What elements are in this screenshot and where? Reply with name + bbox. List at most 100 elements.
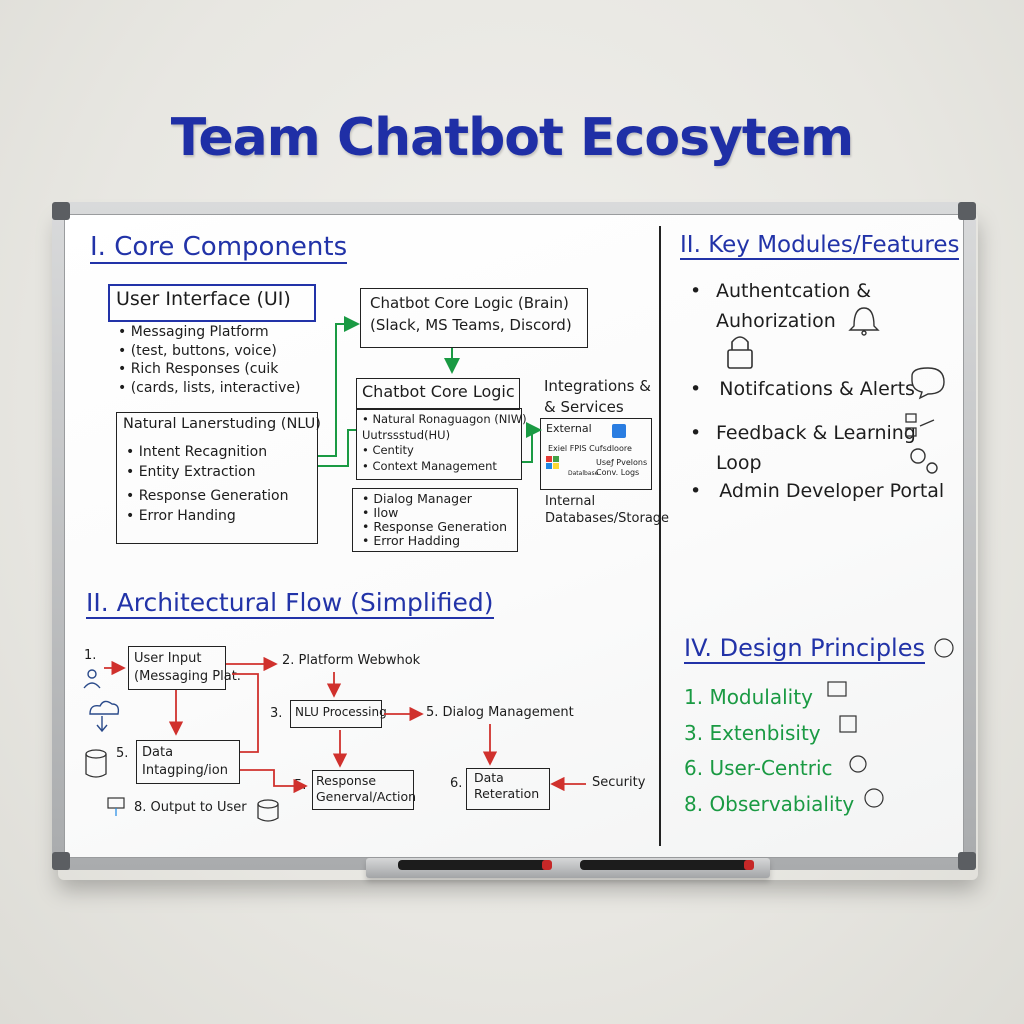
dialog-item: • Dialog Manager (362, 491, 472, 506)
step6-box (466, 768, 550, 810)
black-marker[interactable] (580, 860, 754, 870)
gears-icon (910, 448, 938, 474)
database-icon (85, 749, 107, 778)
principle-item: 6. User-Centric (684, 756, 833, 780)
module-line: Feedback & Learning (716, 422, 916, 444)
step6-line: Reteration (474, 786, 540, 801)
step3-label: NLU Processing (295, 705, 387, 719)
core-logic-item: • Natural Ronaguagon (NIW) (362, 412, 527, 426)
step1-line: (Messaging Plat. (134, 669, 241, 684)
step1-text: User Input (Messaging Plat. (134, 650, 241, 686)
user-icon (83, 669, 101, 689)
dialog-items: • Dialog Manager • Ilow • Response Gener… (362, 492, 507, 548)
arrow-loop (232, 673, 259, 753)
bullet: • (690, 480, 702, 502)
ui-items: • Messaging Platform • (test, buttons, v… (118, 323, 300, 397)
step1-number: 1. (84, 648, 97, 663)
cloud-service-icon (612, 424, 626, 438)
core-connectors (318, 316, 542, 467)
nlu-item: • Entity Extraction (126, 464, 256, 480)
step5-data-line: Data (142, 745, 174, 760)
extensibility-icon (839, 715, 857, 733)
wall-title: Team Chatbot Ecosytem (170, 108, 854, 168)
core-logic-item: Uutrssstud(HU) (362, 427, 451, 442)
principles-heading-icon (934, 638, 954, 658)
connector-nlu-to-brain (318, 316, 360, 457)
step5-resp-box (312, 770, 414, 810)
frame-corner (958, 202, 976, 220)
integrations-line: Integrations & (544, 377, 651, 395)
cloud-icon (89, 700, 120, 733)
dialog-item: • Response Generation (362, 519, 508, 534)
user-centric-icon (849, 755, 867, 773)
brain-box-line: Chatbot Core Logic (Brain) (370, 294, 569, 312)
ui-item: • Rich Responses (cuik (118, 361, 279, 377)
module-item-feedback: • Feedback & Learning Loop (690, 418, 916, 478)
nlu-item: • Intent Recagnition (126, 444, 268, 460)
connector-nlu-to-core (318, 429, 356, 467)
ui-item: • Messaging Platform (118, 324, 269, 340)
integrations-line: Conv. Logs (596, 468, 640, 477)
modules-icon (827, 681, 847, 697)
internal-storage: Internal Databases/Storage (545, 493, 669, 527)
core-logic-items: • Natural Ronaguagon (NIW) Uutrssstud(HU… (362, 412, 527, 474)
nlu-box-title: Natural Lanerstuding (NLU) (123, 416, 321, 432)
dialog-box (352, 488, 518, 552)
black-marker[interactable] (398, 860, 552, 870)
step8-label: 8. Output to User (134, 800, 247, 815)
arrow-data-to-resp (240, 769, 308, 794)
frame-corner (52, 852, 70, 870)
core-logic-item: • Context Management (362, 458, 497, 473)
nlu-item: • Response Generation (126, 488, 289, 504)
module-item-auth: • Authentcation & Auhorization (690, 276, 871, 336)
nlu-items-a: • Intent Recagnition • Entity Extraction (126, 442, 267, 482)
principles-heading: IV. Design Principles (684, 634, 925, 664)
core-components-heading: I. Core Components (90, 232, 348, 264)
integrations-title: Integrations & & Services (544, 376, 651, 418)
connector-core-to-integrations (522, 422, 542, 463)
flow-heading: II. Architectural Flow (Simplified) (86, 588, 494, 619)
nlu-box (116, 412, 318, 544)
module-line: Loop (716, 452, 762, 474)
integrations-logs: Useƒ Pvelons Conv. Logs (596, 458, 647, 478)
step5-resp-line: Generval/Action (316, 789, 417, 804)
brain-box (360, 288, 588, 348)
lock-icon (727, 336, 753, 369)
core-logic-item: • Centity (362, 443, 414, 457)
flow-arrows (104, 656, 586, 794)
modules-heading: II. Key Modules/Features (680, 232, 960, 260)
feedback-icon (905, 413, 935, 437)
step6-line: Data (474, 770, 504, 785)
column-divider (659, 226, 661, 846)
nlu-item: • Error Handing (126, 508, 236, 524)
frame-corner (958, 852, 976, 870)
ui-item: • (test, buttons, voice) (118, 342, 277, 359)
brain-box-line: (Slack, MS Teams, Discord) (370, 316, 572, 334)
integrations-external: External (546, 422, 592, 435)
principle-icons (827, 638, 954, 808)
step2-label: 2. Platform Webwhok (282, 653, 421, 668)
step1-line: User Input (134, 651, 202, 666)
dialog-item: • Ilow (362, 505, 399, 520)
nlu-items-b: • Response Generation • Error Handing (126, 486, 289, 526)
step5-resp-text: Response Generval/Action (316, 773, 416, 805)
internal-line: Databases/Storage (545, 511, 670, 526)
storage-icon (257, 799, 279, 822)
module-line: Admin Developer Portal (719, 480, 945, 502)
principles-list: 1. Modulality 3. Extenbisity 6. User-Cen… (684, 680, 854, 822)
monitor-icon (107, 797, 125, 816)
integrations-db: Datalbase (568, 470, 599, 477)
frame-corner (52, 202, 70, 220)
core-logic-detail-box (356, 408, 522, 480)
ui-box (108, 284, 316, 322)
step5-dialog-label: 5. Dialog Management (426, 705, 574, 720)
step5-data-line: Intagping/ion (142, 763, 228, 778)
internal-line: Internal (545, 494, 596, 509)
step3-box (290, 700, 382, 728)
bullet: • (690, 422, 702, 444)
integrations-box (540, 418, 652, 490)
module-item-notifications: • Notifcations & Alerts (690, 378, 915, 400)
step3-number: 3. (270, 706, 283, 721)
core-logic-label: Chatbot Core Logic (362, 382, 515, 401)
